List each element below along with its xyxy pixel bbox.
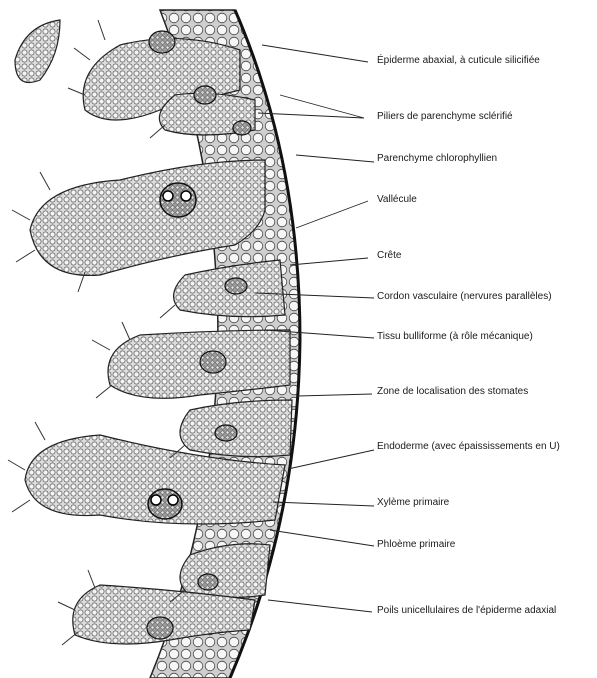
leader-line bbox=[298, 394, 372, 396]
leader-line bbox=[290, 258, 368, 265]
leader-line bbox=[262, 45, 368, 62]
label-vallecula: Vallécule bbox=[377, 194, 417, 206]
label-primary-xylem: Xylème primaire bbox=[377, 497, 449, 509]
leader-line bbox=[296, 201, 368, 228]
leader-line bbox=[273, 502, 374, 506]
label-adaxial-hairs: Poils unicellulaires de l'épiderme adaxi… bbox=[377, 605, 556, 617]
leader-line bbox=[268, 600, 372, 612]
leader-line bbox=[270, 530, 374, 546]
label-chlorenchyma: Parenchyme chlorophyllien bbox=[377, 153, 497, 165]
leader-line bbox=[288, 450, 374, 469]
leaf-lobes bbox=[15, 20, 292, 644]
leader-line bbox=[258, 95, 364, 118]
label-abaxial-epidermis: Épiderme abaxial, à cuticule silicifiée bbox=[377, 55, 540, 67]
label-stomata-zone: Zone de localisation des stomates bbox=[377, 386, 528, 398]
label-vascular-bundle: Cordon vasculaire (nervures parallèles) bbox=[377, 291, 552, 303]
label-bulliform-tissue: Tissu bulliforme (à rôle mécanique) bbox=[377, 331, 533, 343]
label-primary-phloem: Phloème primaire bbox=[377, 539, 455, 551]
leader-line bbox=[296, 155, 374, 162]
label-endodermis: Endoderme (avec épaississements en U) bbox=[377, 441, 560, 453]
label-crest: Crête bbox=[377, 250, 401, 262]
label-sclerified-pillars: Piliers de parenchyme sclérifié bbox=[377, 111, 513, 123]
